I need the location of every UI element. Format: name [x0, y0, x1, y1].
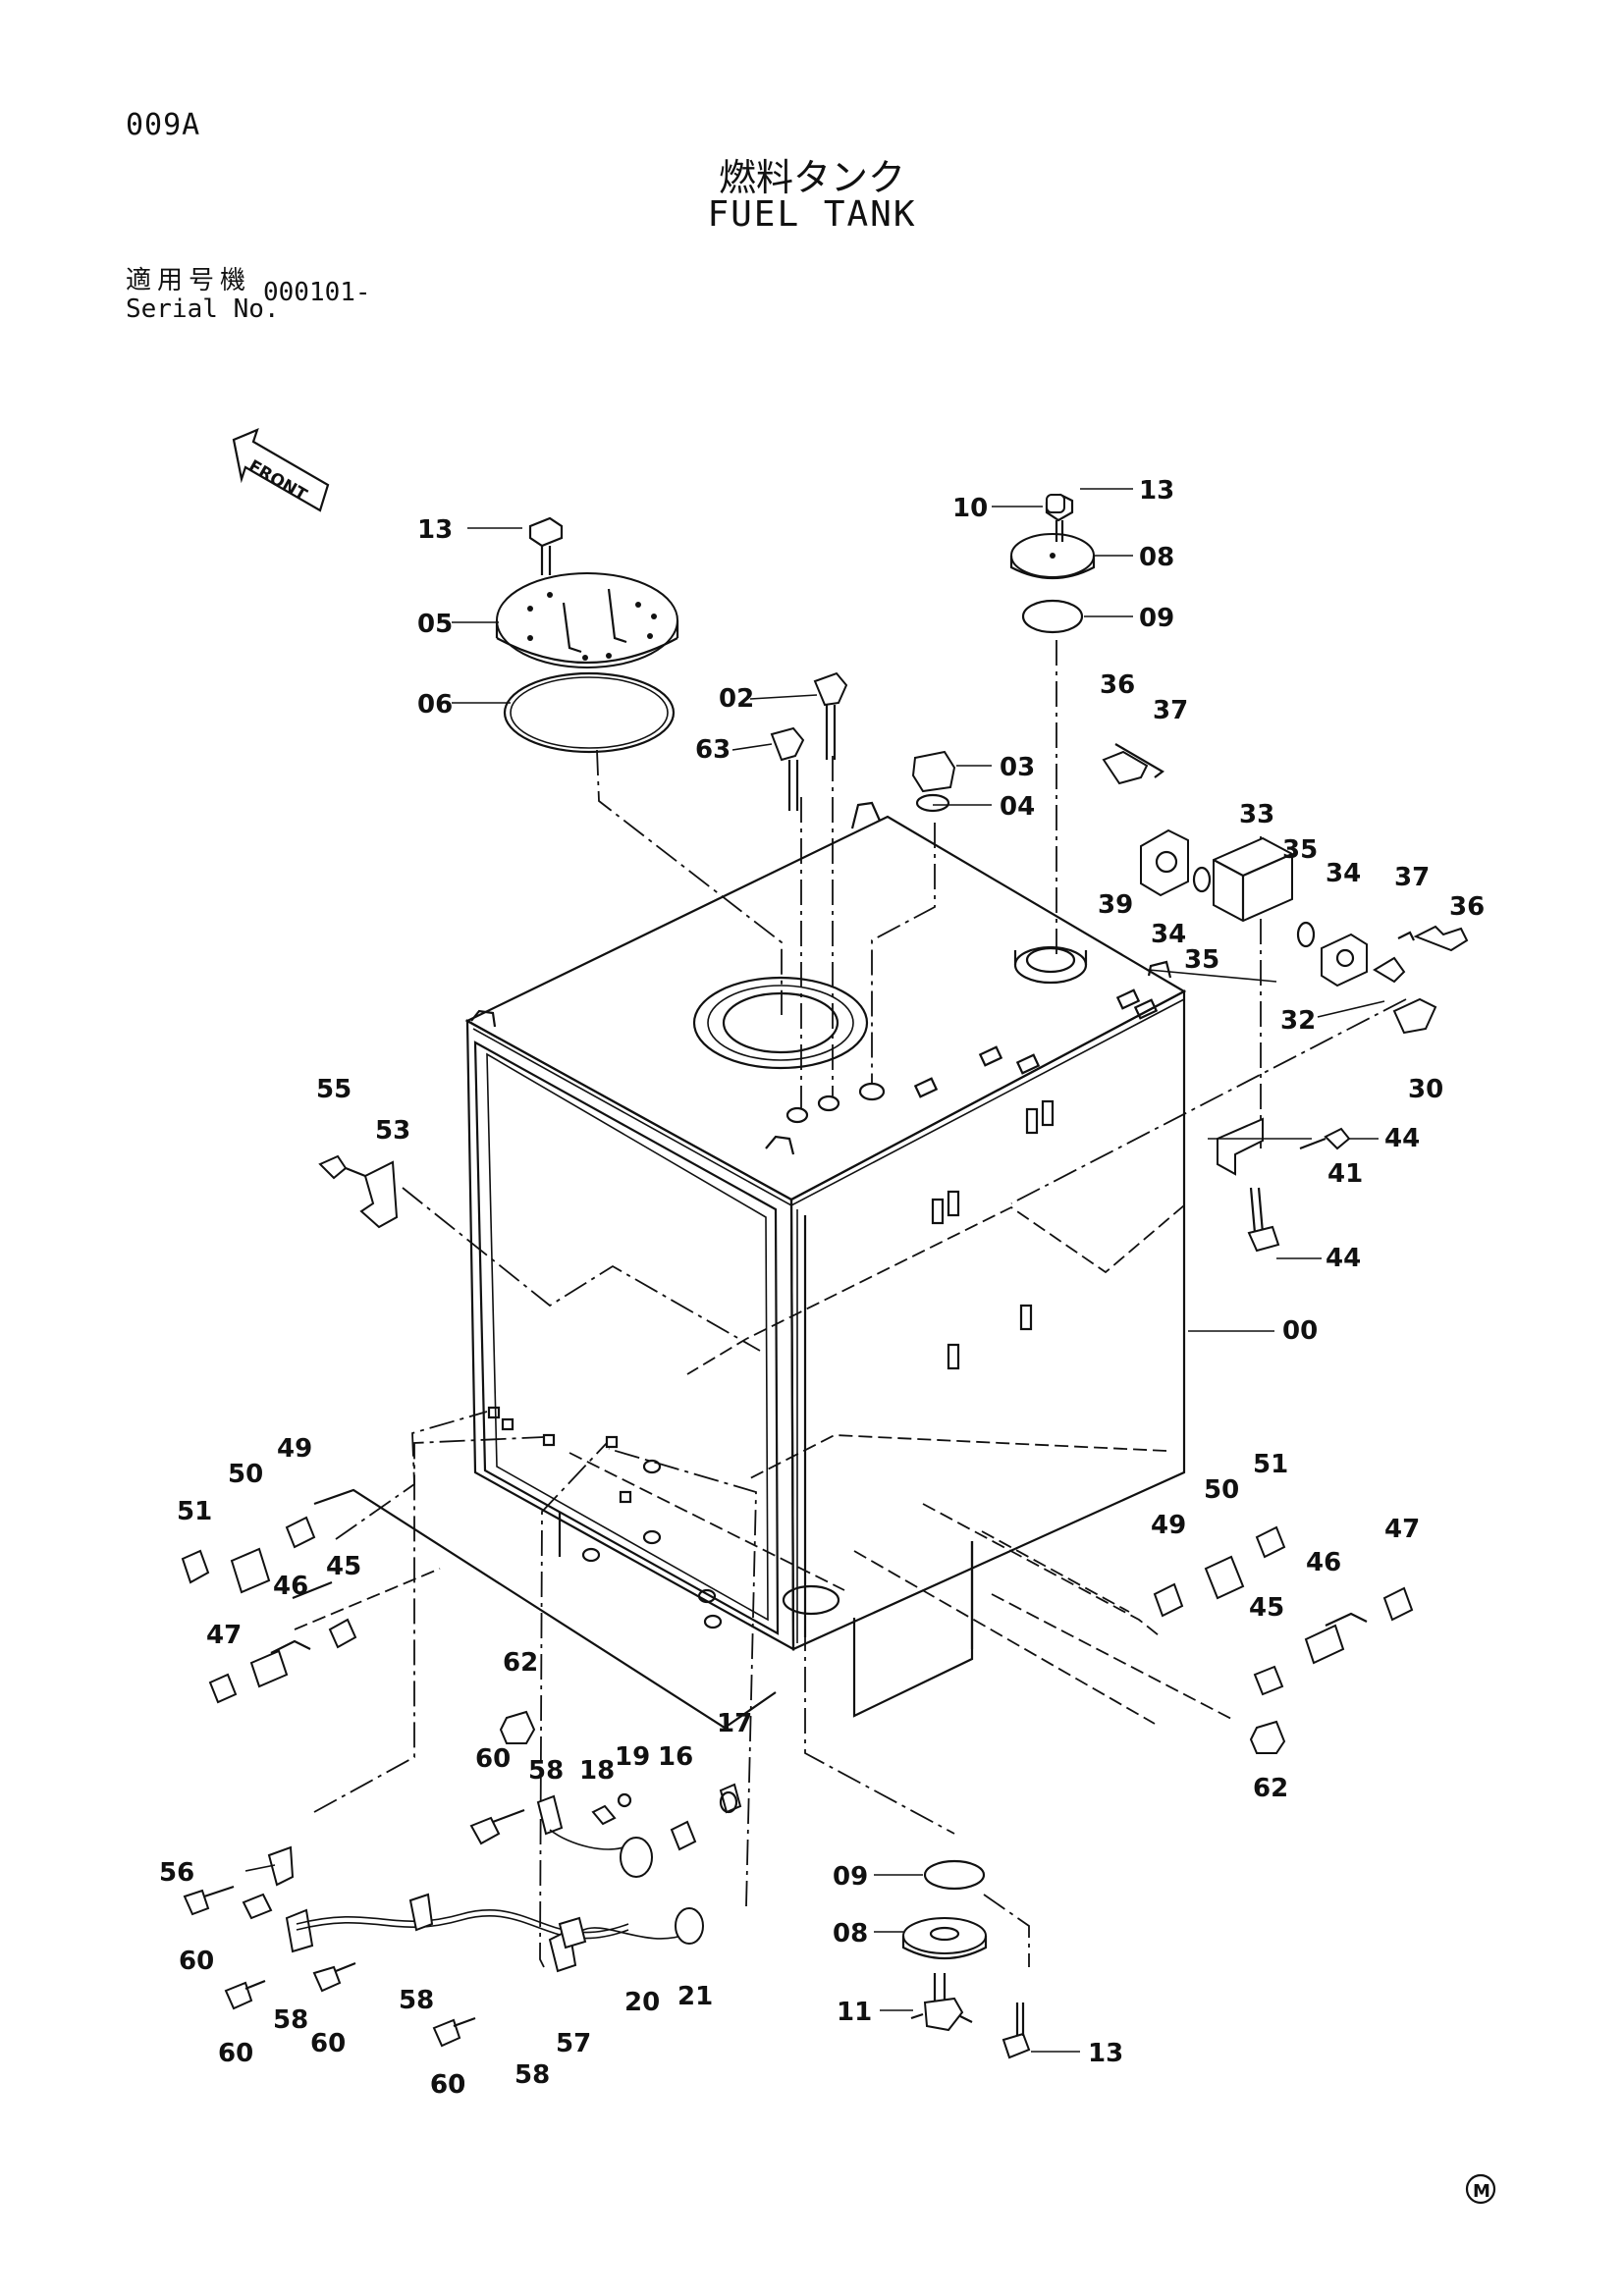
callout-18: 18	[579, 1756, 615, 1786]
page-code: 009A	[126, 108, 201, 142]
mounting-bolts	[183, 1808, 525, 2048]
callout-30: 30	[1408, 1075, 1443, 1104]
brackets-and-bolts	[318, 1117, 1351, 1253]
callout-05: 05	[417, 610, 453, 639]
callout-57: 57	[556, 2029, 591, 2058]
suction-cover-assembly	[1009, 493, 1096, 634]
callout-37: 37	[1153, 696, 1188, 725]
part-callouts: 13 05 06 10 13 08 09 02 63 03 04 36 37 3…	[159, 476, 1485, 2100]
callout-41: 41	[1327, 1159, 1363, 1189]
right-drain-valve-assembly	[499, 1525, 1414, 1754]
callout-62: 62	[1253, 1774, 1288, 1803]
callout-60: 60	[430, 2070, 465, 2100]
callout-13: 13	[1139, 476, 1174, 506]
callout-13: 13	[1088, 2039, 1123, 2068]
callout-60: 60	[475, 1744, 511, 1774]
top-fittings	[770, 671, 956, 813]
page-title-japanese: 燃料タンク	[718, 156, 905, 199]
serial-number-value: 000101-	[263, 278, 371, 307]
callout-19: 19	[615, 1742, 650, 1772]
callout-04: 04	[1000, 792, 1035, 822]
callout-00: 00	[1282, 1316, 1318, 1346]
callout-02: 02	[719, 684, 754, 714]
page-title: FUEL TANK	[707, 194, 917, 235]
callout-17: 17	[717, 1709, 752, 1738]
left-drain-valve-assembly	[181, 1516, 357, 1704]
callout-10: 10	[952, 494, 988, 523]
serial-label: Serial No.	[126, 294, 280, 324]
callout-51: 51	[1253, 1450, 1288, 1479]
callout-16: 16	[658, 1742, 693, 1772]
callout-08: 08	[833, 1919, 868, 1949]
callout-08: 08	[1139, 543, 1174, 572]
callout-45: 45	[1249, 1593, 1284, 1623]
callout-60: 60	[430, 2070, 465, 2100]
front-direction-arrow: FRONT	[232, 428, 330, 512]
assembly-chain-lines	[313, 640, 1407, 1968]
callout-44: 44	[1326, 1244, 1361, 1273]
bottom-cover-assembly	[901, 1859, 1031, 2059]
callout-50: 50	[228, 1460, 263, 1489]
callout-leader-lines	[244, 488, 1385, 2053]
serial-label-japanese: 適用号機	[126, 266, 252, 295]
callout-09: 09	[1139, 604, 1174, 633]
suction-flange-assembly	[1102, 743, 1469, 1035]
callout-47: 47	[1384, 1515, 1420, 1544]
callout-37: 37	[1394, 863, 1430, 892]
manhole-cover-assembly	[495, 516, 679, 754]
callout-44: 44	[1384, 1124, 1420, 1153]
fuel-tank-body	[464, 801, 1187, 1718]
callout-56: 56	[159, 1858, 194, 1888]
callout-11: 11	[837, 1998, 872, 2027]
callout-47: 47	[206, 1621, 242, 1650]
callout-58: 58	[399, 1986, 434, 2015]
front-arrow-label: FRONT	[245, 456, 311, 506]
callout-34: 34	[1151, 920, 1186, 949]
corner-mark-letter: M	[1473, 2181, 1490, 2202]
callout-45: 45	[326, 1552, 361, 1581]
callout-49: 49	[1151, 1511, 1186, 1540]
callout-58: 58	[514, 2060, 550, 2090]
callout-34: 34	[1326, 859, 1361, 888]
callout-32: 32	[1280, 1006, 1316, 1036]
callout-35: 35	[1282, 835, 1318, 865]
fuel-sensor-harness	[242, 1783, 742, 1973]
callout-36: 36	[1100, 670, 1135, 700]
callout-58: 58	[528, 1756, 564, 1786]
callout-60: 60	[179, 1947, 214, 1976]
callout-39: 39	[1098, 890, 1133, 920]
corner-mark: M	[1465, 2173, 1496, 2205]
callout-53: 53	[375, 1116, 410, 1146]
callout-60: 60	[310, 2029, 346, 2058]
callout-36: 36	[1449, 892, 1485, 922]
callout-46: 46	[1306, 1548, 1341, 1577]
callout-06: 06	[417, 690, 453, 720]
callout-51: 51	[177, 1497, 212, 1526]
callout-33: 33	[1239, 800, 1274, 829]
callout-60: 60	[218, 2039, 253, 2068]
callout-03: 03	[1000, 753, 1035, 782]
callout-21: 21	[677, 1982, 713, 2011]
callout-50: 50	[1204, 1475, 1239, 1505]
callout-46: 46	[273, 1572, 308, 1601]
callout-09: 09	[833, 1862, 868, 1892]
callout-55: 55	[316, 1075, 352, 1104]
callout-13: 13	[417, 515, 453, 545]
callout-35: 35	[1184, 945, 1219, 975]
callout-58: 58	[273, 2005, 308, 2035]
callout-63: 63	[695, 735, 731, 765]
callout-20: 20	[624, 1988, 660, 2017]
callout-62: 62	[503, 1648, 538, 1678]
hidden-dashed-lines	[292, 1204, 1234, 1730]
callout-49: 49	[277, 1434, 312, 1464]
